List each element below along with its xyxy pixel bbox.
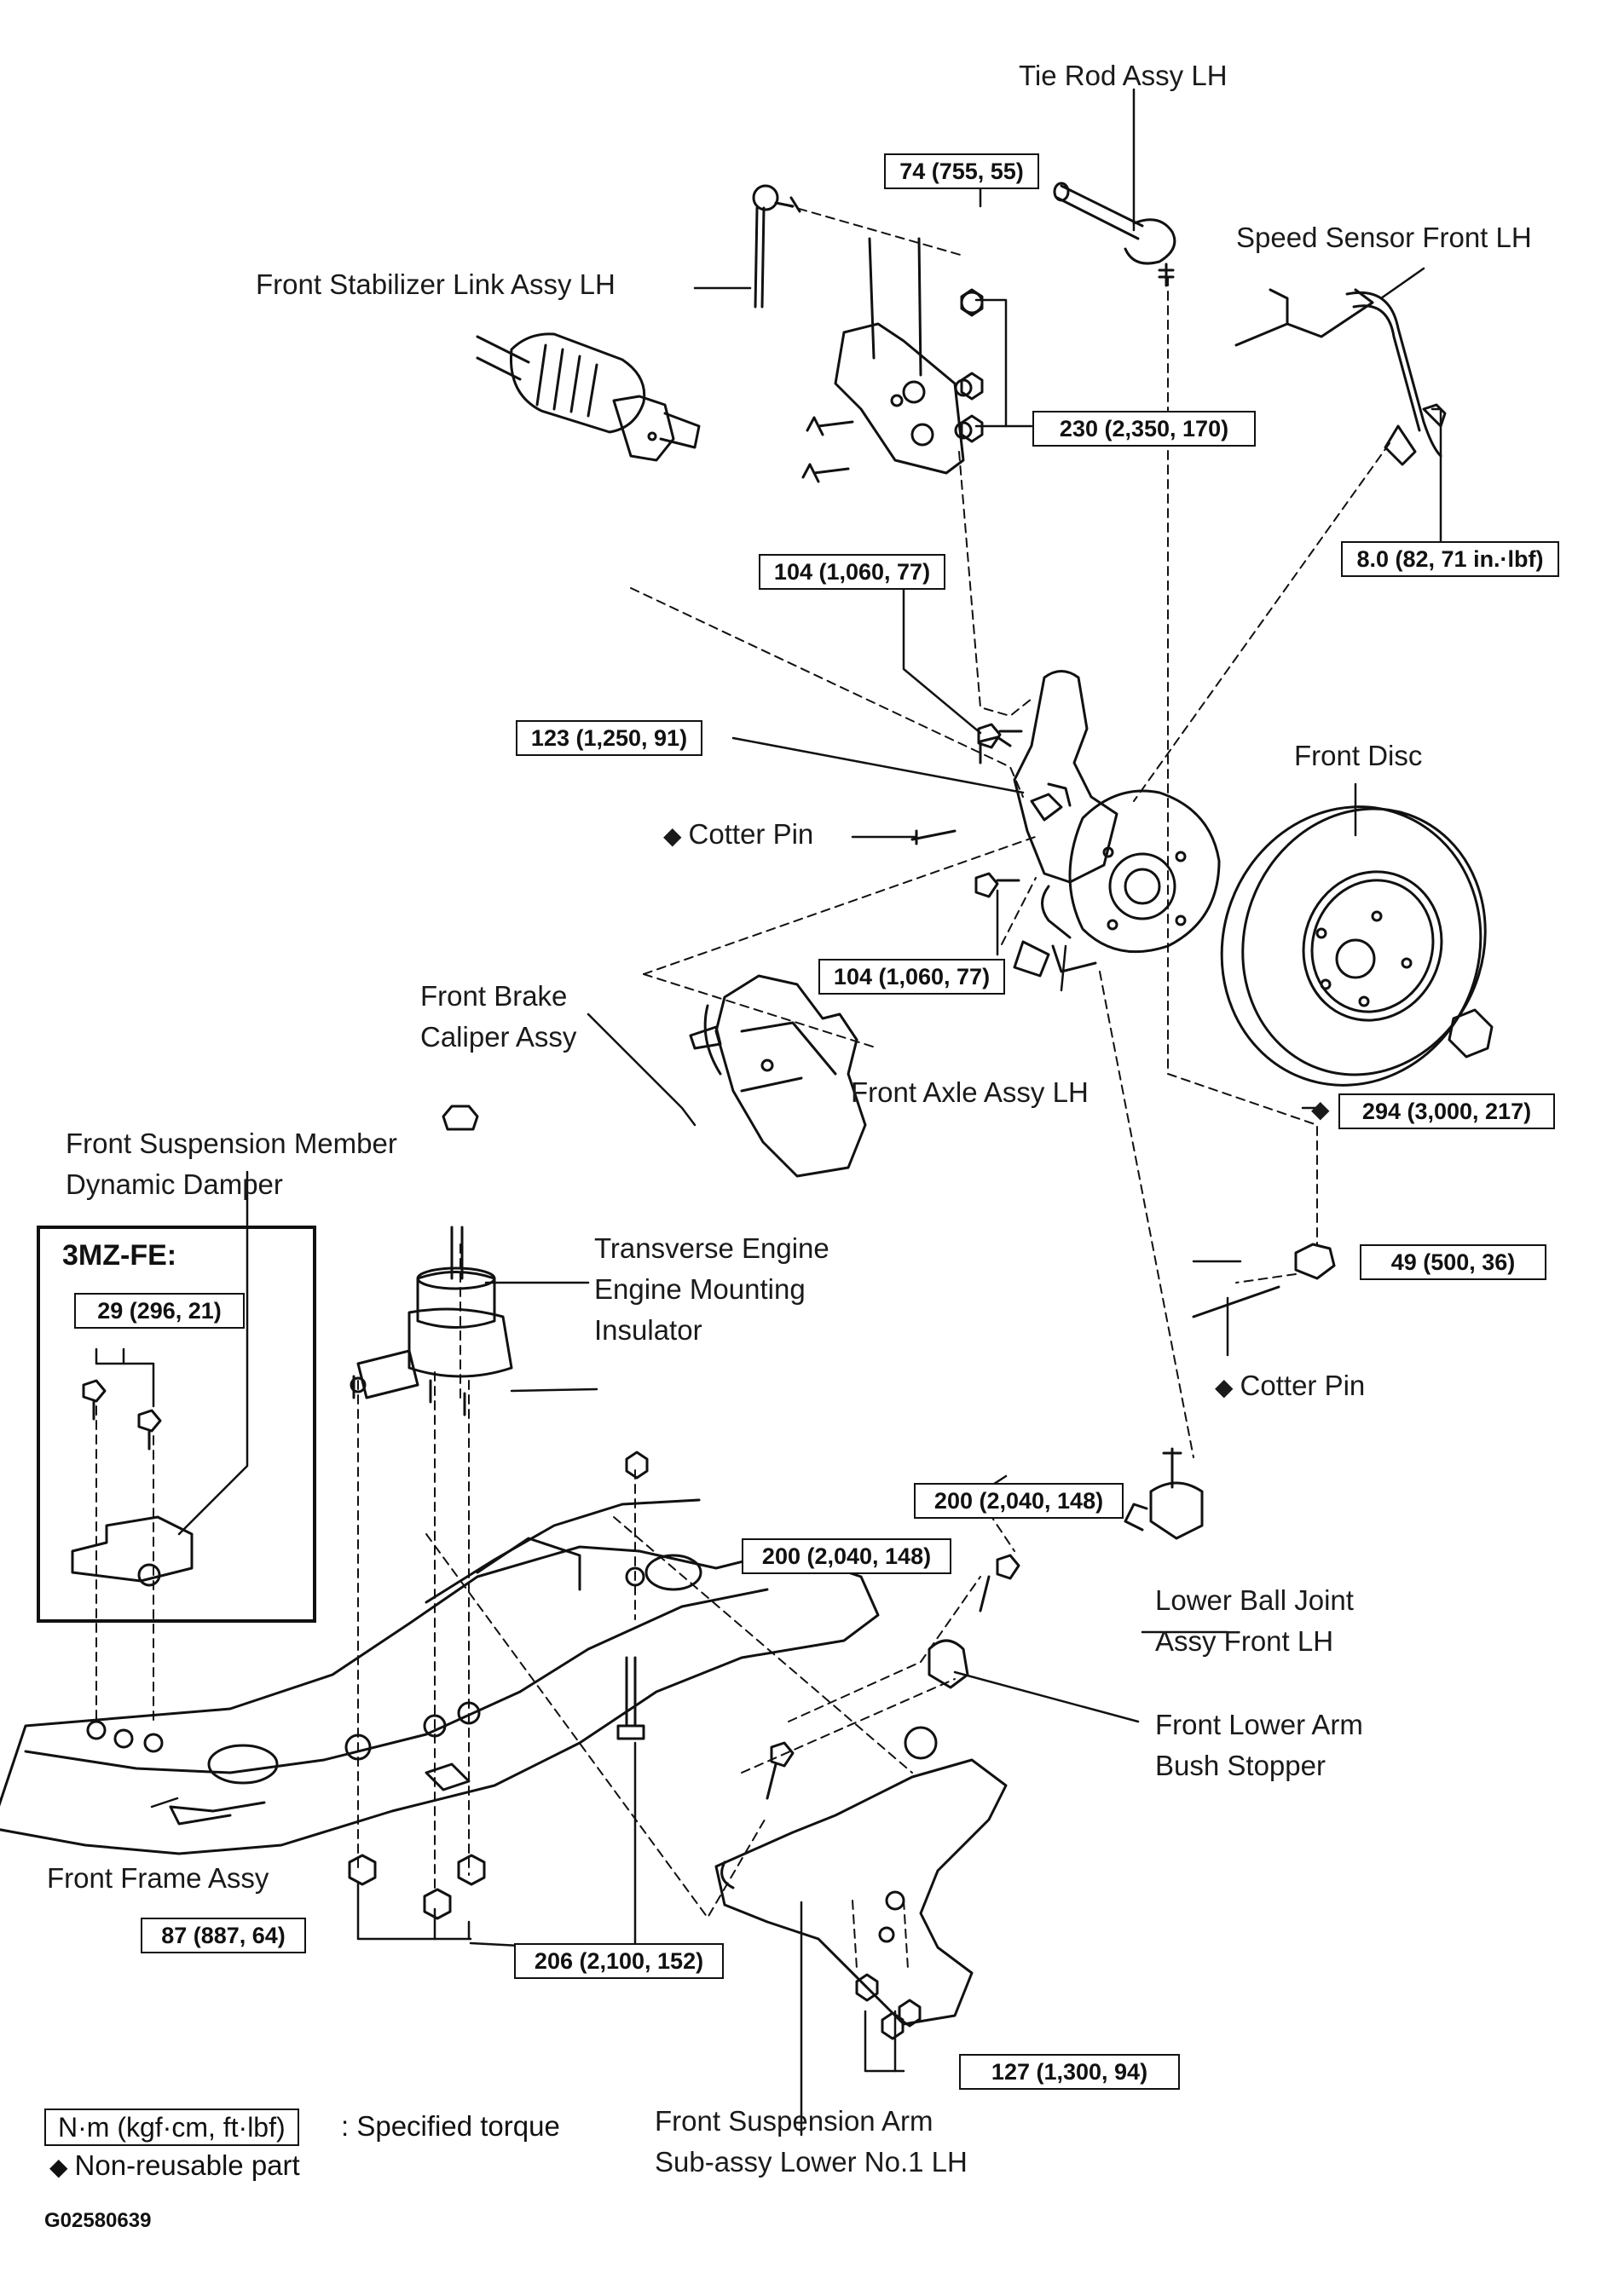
non-reusable-diamond-icon: ◆ bbox=[663, 822, 682, 849]
brake-caliper-drawing bbox=[689, 974, 867, 1178]
label-lower-ball-joint-line1: Lower Ball Joint bbox=[1155, 1584, 1354, 1616]
label-bush-stopper-line2: Bush Stopper bbox=[1155, 1750, 1326, 1781]
engine-mount-drawing bbox=[350, 1105, 513, 1416]
dashed-alignment-lines bbox=[95, 204, 1390, 1970]
engine-variant-inset: 3MZ-FE: 29 (296, 21) bbox=[37, 1226, 316, 1623]
label-engine-mount-line1: Transverse Engine bbox=[594, 1232, 829, 1264]
label-dynamic-damper-line2: Dynamic Damper bbox=[66, 1168, 283, 1200]
label-bush-stopper-line1: Front Lower Arm bbox=[1155, 1709, 1363, 1740]
torque-box-8: 8.0 (82, 71 in.·lbf) bbox=[1341, 541, 1559, 577]
stabilizer-link-drawing bbox=[752, 184, 801, 309]
label-brake-caliper-line2: Caliper Assy bbox=[420, 1021, 577, 1053]
brake-disc-drawing bbox=[1220, 805, 1494, 1087]
label-cotter-pin-lower-text: Cotter Pin bbox=[1240, 1370, 1366, 1401]
axle-hub-drawing bbox=[979, 670, 1221, 978]
label-tie-rod: Tie Rod Assy LH bbox=[1019, 60, 1228, 91]
label-stabilizer-link: Front Stabilizer Link Assy LH bbox=[256, 268, 616, 300]
drive-shaft-drawing bbox=[476, 332, 701, 462]
torque-box-294: 294 (3,000, 217) bbox=[1338, 1093, 1555, 1129]
label-engine-mount-line2: Engine Mounting bbox=[594, 1273, 806, 1305]
torque-box-206: 206 (2,100, 152) bbox=[514, 1943, 724, 1979]
non-reusable-diamond-icon: ◆ bbox=[1215, 1374, 1234, 1400]
torque-box-104-upper: 104 (1,060, 77) bbox=[759, 554, 945, 590]
legend-non-reusable: ◆Non-reusable part bbox=[49, 2145, 300, 2187]
label-lower-arm-line1: Front Suspension Arm bbox=[655, 2105, 933, 2137]
label-engine-mount-line3: Insulator bbox=[594, 1314, 702, 1346]
label-speed-sensor: Speed Sensor Front LH bbox=[1236, 222, 1532, 253]
label-front-disc: Front Disc bbox=[1294, 740, 1423, 771]
torque-box-294-text: 294 (3,000, 217) bbox=[1361, 1099, 1532, 1124]
torque-box-127: 127 (1,300, 94) bbox=[959, 2054, 1180, 2090]
figure-code: G02580639 bbox=[44, 2209, 152, 2232]
torque-box-29: 29 (296, 21) bbox=[74, 1293, 245, 1329]
label-front-frame: Front Frame Assy bbox=[47, 1862, 269, 1894]
label-lower-ball-joint-line2: Assy Front LH bbox=[1155, 1625, 1334, 1657]
speed-sensor-drawing bbox=[1234, 288, 1447, 466]
label-dynamic-damper-line1: Front Suspension Member bbox=[66, 1128, 397, 1159]
inset-damper-drawing bbox=[71, 1379, 194, 1587]
legend-torque-text: : Specified torque bbox=[341, 2110, 560, 2142]
non-reusable-diamond-icon: ◆ bbox=[49, 2154, 68, 2180]
torque-box-200-left: 200 (2,040, 148) bbox=[742, 1538, 951, 1574]
label-brake-caliper-line1: Front Brake bbox=[420, 980, 568, 1012]
engine-variant-title: 3MZ-FE: bbox=[62, 1239, 177, 1272]
non-reusable-diamond-icon: ◆ bbox=[1311, 1096, 1330, 1122]
torque-box-74: 74 (755, 55) bbox=[884, 153, 1039, 189]
label-front-axle: Front Axle Assy LH bbox=[851, 1076, 1089, 1108]
legend-non-reusable-text: Non-reusable part bbox=[74, 2149, 300, 2181]
label-cotter-pin-upper-text: Cotter Pin bbox=[688, 818, 814, 850]
front-frame-drawing bbox=[0, 1498, 880, 1855]
lower-arm-drawing bbox=[616, 1243, 1336, 2026]
leader-lines bbox=[95, 88, 1442, 2137]
fasteners-drawing bbox=[348, 288, 1063, 2040]
torque-box-49: 49 (500, 36) bbox=[1360, 1244, 1546, 1280]
torque-box-87: 87 (887, 64) bbox=[141, 1918, 306, 1953]
torque-box-123: 123 (1,250, 91) bbox=[516, 720, 702, 756]
tie-rod-drawing bbox=[1053, 182, 1176, 287]
legend-unit-box: N·m (kgf·cm, ft·lbf) bbox=[44, 2109, 299, 2146]
label-cotter-pin-lower: ◆Cotter Pin bbox=[1215, 1365, 1365, 1407]
torque-box-230: 230 (2,350, 170) bbox=[1032, 411, 1256, 447]
label-lower-arm-line2: Sub-assy Lower No.1 LH bbox=[655, 2146, 968, 2178]
torque-box-200-right: 200 (2,040, 148) bbox=[914, 1483, 1124, 1519]
strut-bracket-drawing bbox=[801, 237, 984, 483]
label-cotter-pin-upper: ◆Cotter Pin bbox=[663, 814, 813, 856]
torque-box-104-lower: 104 (1,060, 77) bbox=[818, 959, 1005, 995]
